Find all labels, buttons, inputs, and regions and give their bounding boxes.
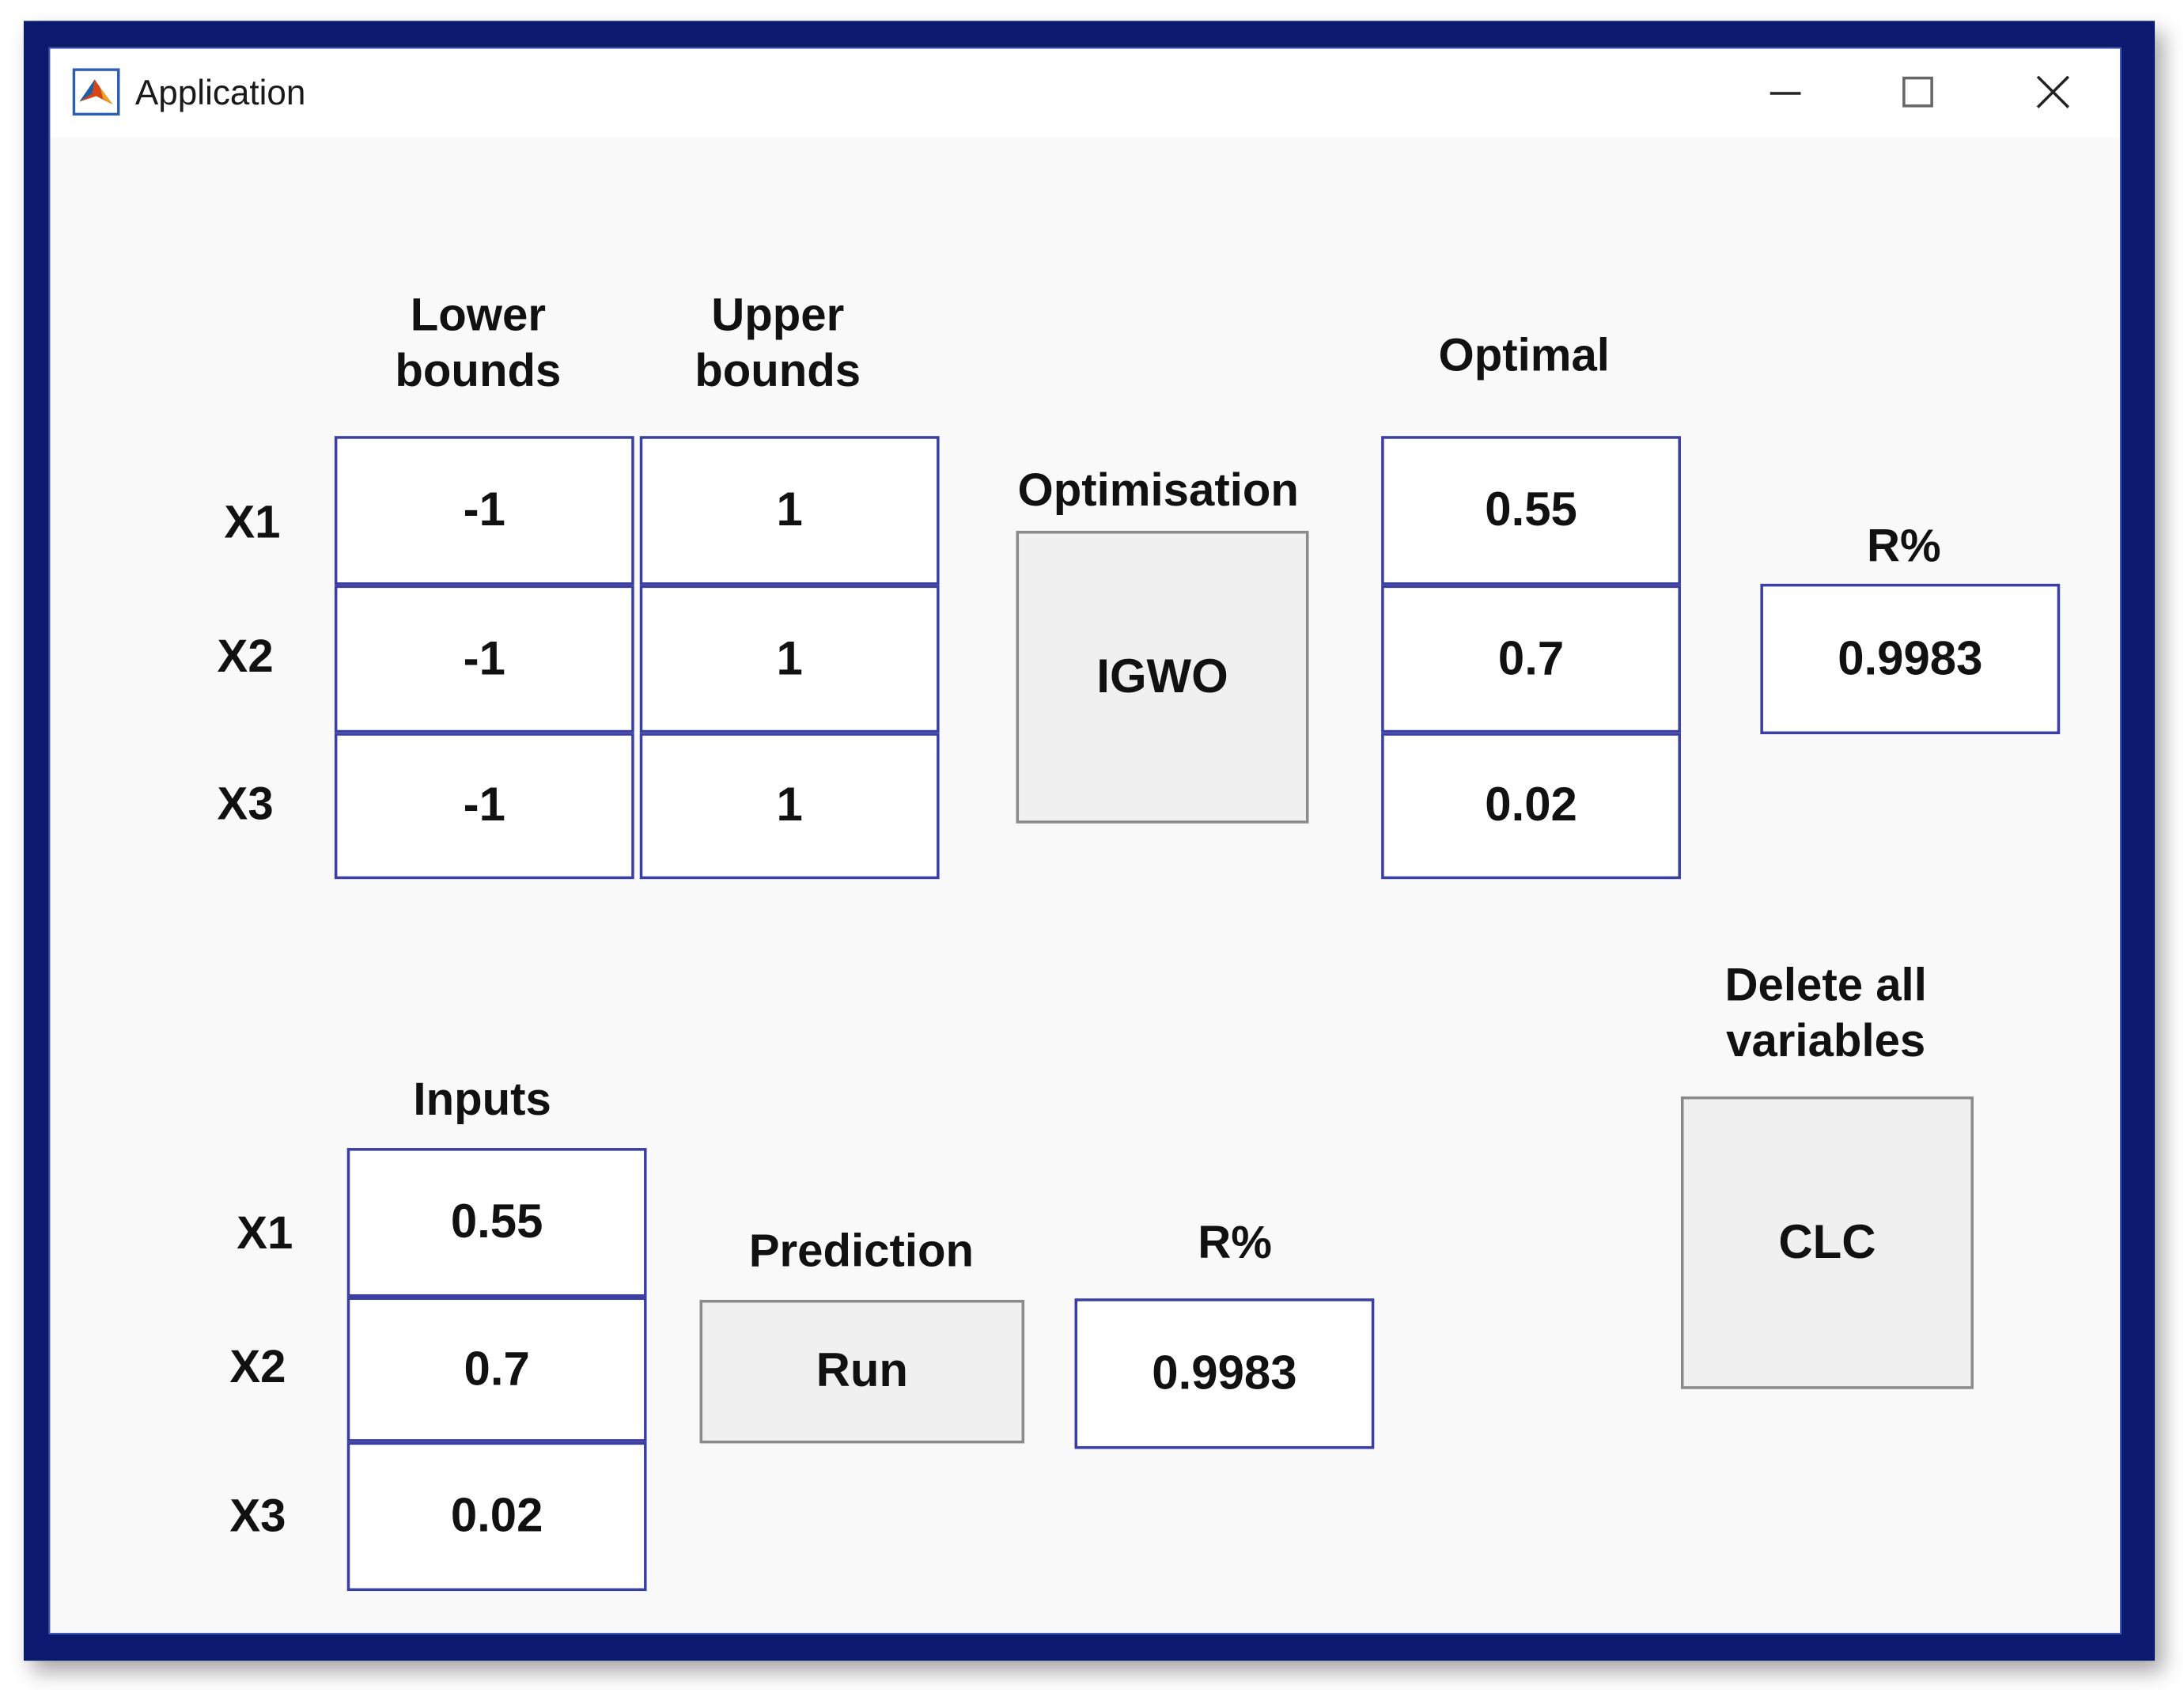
delete-all-variables-label: Delete all variables — [1701, 957, 1951, 1069]
close-icon — [2036, 75, 2070, 108]
input-x1-field[interactable]: 0.55 — [346, 1148, 647, 1297]
minimize-icon — [1770, 92, 1801, 95]
lower-bound-x2-field[interactable]: -1 — [334, 585, 634, 733]
upper-bounds-header-line1: Upper — [711, 288, 845, 340]
lower-bounds-header-line1: Lower — [410, 288, 546, 340]
clc-button[interactable]: CLC — [1680, 1096, 1974, 1389]
igwo-button[interactable]: IGWO — [1016, 530, 1309, 824]
input-label-x1: X1 — [237, 1206, 293, 1259]
delete-all-variables-line2: variables — [1726, 1014, 1926, 1066]
lower-bound-x1-field[interactable]: -1 — [334, 436, 634, 585]
input-label-x2: X2 — [229, 1340, 286, 1392]
input-x2-field[interactable]: 0.7 — [346, 1297, 647, 1442]
delete-all-variables-line1: Delete all — [1724, 958, 1927, 1010]
row-label-x3: X3 — [217, 777, 274, 829]
optimisation-r-label: R% — [1867, 519, 1941, 572]
lower-bounds-header-line2: bounds — [395, 343, 562, 396]
upper-bound-x2-field[interactable]: 1 — [639, 585, 940, 733]
optimal-x2-field[interactable]: 0.7 — [1381, 585, 1681, 733]
upper-bounds-header-line2: bounds — [695, 343, 861, 396]
row-label-x1: X1 — [224, 495, 281, 548]
prediction-r-label: R% — [1198, 1216, 1272, 1268]
prediction-r-field[interactable]: 0.9983 — [1074, 1298, 1375, 1449]
title-bar: Application — [50, 48, 2121, 138]
optimisation-r-field[interactable]: 0.9983 — [1760, 583, 2061, 735]
lower-bound-x3-field[interactable]: -1 — [334, 733, 634, 880]
row-label-x2: X2 — [217, 629, 274, 682]
lower-bounds-header: Lower bounds — [380, 287, 576, 399]
window-title: Application — [134, 74, 306, 113]
input-x3-field[interactable]: 0.02 — [346, 1441, 647, 1592]
close-button[interactable] — [2018, 63, 2087, 123]
prediction-label: Prediction — [748, 1224, 975, 1277]
optimal-header: Optimal — [1438, 328, 1610, 381]
maximize-button[interactable] — [1883, 63, 1952, 123]
optimal-x1-field[interactable]: 0.55 — [1381, 436, 1681, 585]
inputs-header: Inputs — [413, 1072, 551, 1125]
upper-bound-x1-field[interactable]: 1 — [639, 436, 940, 585]
run-button[interactable]: Run — [699, 1300, 1025, 1444]
input-label-x3: X3 — [229, 1489, 286, 1541]
upper-bound-x3-field[interactable]: 1 — [639, 733, 940, 880]
upper-bounds-header: Upper bounds — [680, 287, 876, 399]
minimize-button[interactable] — [1751, 63, 1820, 123]
matlab-app-icon — [72, 68, 120, 116]
optimisation-label: Optimisation — [1017, 464, 1299, 516]
maximize-icon — [1902, 76, 1933, 108]
app-window: Application Lower bounds — [48, 47, 2122, 1634]
optimal-x3-field[interactable]: 0.02 — [1381, 733, 1681, 880]
